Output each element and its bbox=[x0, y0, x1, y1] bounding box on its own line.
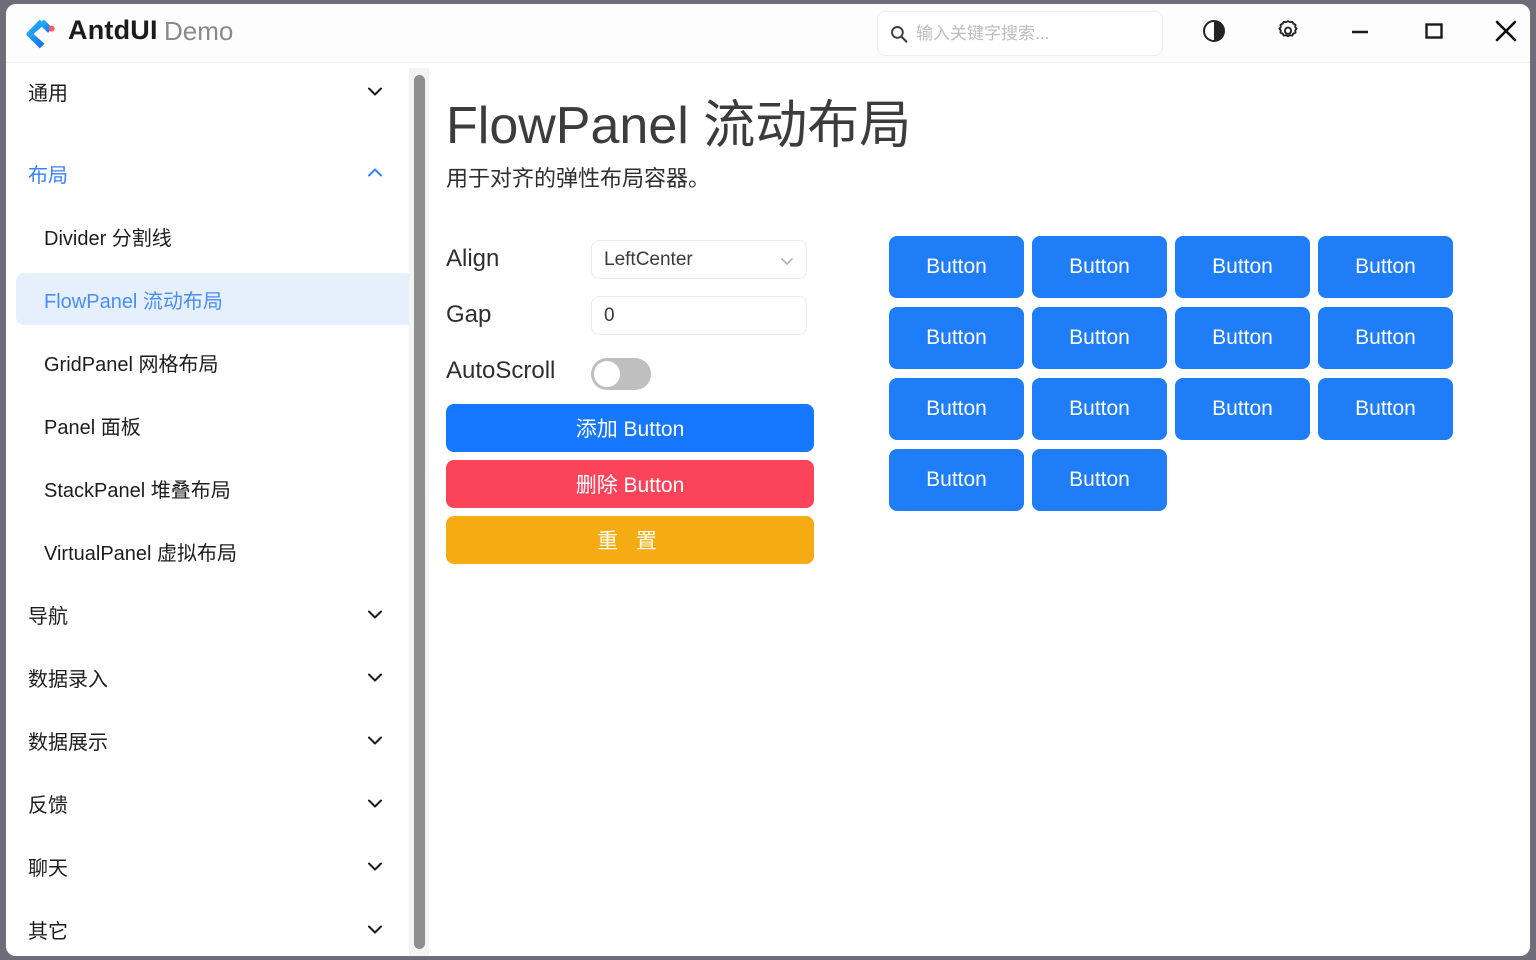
align-label: Align bbox=[446, 245, 500, 272]
flow-button[interactable]: Button bbox=[1318, 236, 1453, 298]
sidebar-group-label: 数据录入 bbox=[28, 668, 108, 691]
search-input[interactable]: 输入关键字搜索... bbox=[877, 11, 1163, 56]
chevron-down-icon bbox=[365, 604, 385, 624]
maximize-button[interactable] bbox=[1412, 12, 1456, 54]
gap-label: Gap bbox=[446, 301, 492, 328]
sidebar-item-divider[interactable]: Divider 分割线 bbox=[16, 210, 409, 262]
sidebar-group-tongyong[interactable]: 通用 bbox=[16, 67, 399, 115]
chevron-down-icon bbox=[365, 667, 385, 687]
app-title: AntdUI bbox=[68, 15, 158, 45]
sidebar-group-label: 数据展示 bbox=[28, 731, 108, 754]
chevron-up-icon bbox=[365, 163, 385, 183]
chevron-down-icon bbox=[365, 919, 385, 939]
theme-toggle-button[interactable] bbox=[1192, 12, 1236, 54]
settings-button[interactable] bbox=[1266, 12, 1310, 54]
close-icon bbox=[1491, 16, 1521, 51]
search-placeholder: 输入关键字搜索... bbox=[916, 24, 1050, 43]
gap-input[interactable]: 0 bbox=[591, 296, 807, 335]
app-window: AntdUI Demo 输入关键字搜索... bbox=[6, 4, 1530, 956]
sidebar-item-panel[interactable]: Panel 面板 bbox=[16, 399, 409, 451]
sidebar-group-liaotian[interactable]: 聊天 bbox=[16, 842, 399, 890]
search-icon bbox=[889, 24, 909, 44]
flow-button[interactable]: Button bbox=[1318, 378, 1453, 440]
half-circle-contrast-icon bbox=[1201, 18, 1227, 49]
flow-button[interactable]: Button bbox=[889, 307, 1024, 369]
sidebar-item-label: Panel 面板 bbox=[44, 416, 141, 439]
sidebar-navigation: 通用 布局 Divider 分割线 FlowPanel 流动布局 GridPan… bbox=[6, 63, 409, 956]
sidebar-item-virtualpanel[interactable]: VirtualPanel 虚拟布局 bbox=[16, 525, 409, 577]
sidebar-group-label: 聊天 bbox=[28, 857, 68, 880]
close-button[interactable] bbox=[1484, 12, 1528, 54]
page-title: FlowPanel 流动布局 bbox=[446, 97, 912, 155]
sidebar-group-label: 反馈 bbox=[28, 794, 68, 817]
sidebar-group-qita[interactable]: 其它 bbox=[16, 905, 399, 953]
toggle-knob bbox=[594, 361, 620, 387]
sidebar-group-label: 导航 bbox=[28, 605, 68, 628]
antdui-logo-icon bbox=[22, 16, 58, 52]
sidebar-group-shujuzhanshi[interactable]: 数据展示 bbox=[16, 716, 399, 764]
delete-button-button[interactable]: 删除 Button bbox=[446, 460, 814, 508]
sidebar-scrollbar-thumb[interactable] bbox=[414, 75, 425, 949]
sidebar-item-label: StackPanel 堆叠布局 bbox=[44, 479, 231, 502]
chevron-down-icon bbox=[365, 793, 385, 813]
sidebar-item-label: Divider 分割线 bbox=[44, 227, 172, 250]
reset-button[interactable]: 重 置 bbox=[446, 516, 814, 564]
add-button-button[interactable]: 添加 Button bbox=[446, 404, 814, 452]
chevron-down-icon bbox=[365, 730, 385, 750]
gap-input-value: 0 bbox=[604, 305, 615, 326]
flow-button[interactable]: Button bbox=[1032, 449, 1167, 511]
minimize-button[interactable] bbox=[1338, 12, 1382, 54]
main-content: FlowPanel 流动布局 用于对齐的弹性布局容器。 Align LeftCe… bbox=[430, 63, 1530, 956]
sidebar-item-label: VirtualPanel 虚拟布局 bbox=[44, 542, 238, 565]
maximize-icon bbox=[1421, 18, 1447, 49]
chevron-down-icon bbox=[365, 81, 385, 101]
flow-button[interactable]: Button bbox=[889, 378, 1024, 440]
sidebar-item-label: FlowPanel 流动布局 bbox=[44, 290, 223, 313]
chevron-down-icon bbox=[779, 253, 795, 269]
sidebar-group-label: 其它 bbox=[28, 920, 68, 943]
sidebar-group-label: 布局 bbox=[28, 164, 68, 187]
flow-button[interactable]: Button bbox=[1175, 307, 1310, 369]
autoscroll-label: AutoScroll bbox=[446, 357, 556, 384]
flow-button[interactable]: Button bbox=[889, 236, 1024, 298]
sidebar-group-daohang[interactable]: 导航 bbox=[16, 590, 399, 638]
sidebar-group-shujuluru[interactable]: 数据录入 bbox=[16, 653, 399, 701]
flow-button[interactable]: Button bbox=[1032, 236, 1167, 298]
gear-icon bbox=[1275, 18, 1301, 49]
flow-button[interactable]: Button bbox=[1032, 378, 1167, 440]
minimize-icon bbox=[1347, 18, 1373, 49]
sidebar-group-label: 通用 bbox=[28, 82, 68, 105]
page-description: 用于对齐的弹性布局容器。 bbox=[446, 166, 711, 191]
flow-button[interactable]: Button bbox=[1175, 378, 1310, 440]
sidebar-item-gridpanel[interactable]: GridPanel 网格布局 bbox=[16, 336, 409, 388]
app-title-suffix: Demo bbox=[164, 16, 234, 46]
autoscroll-toggle[interactable] bbox=[591, 358, 651, 390]
title-bar: AntdUI Demo 输入关键字搜索... bbox=[6, 4, 1530, 63]
flow-panel-container: Button Button Button Button Button Butto… bbox=[889, 236, 1489, 520]
sidebar-item-label: GridPanel 网格布局 bbox=[44, 353, 219, 376]
align-select[interactable]: LeftCenter bbox=[591, 240, 807, 279]
flow-button[interactable]: Button bbox=[1032, 307, 1167, 369]
sidebar-item-stackpanel[interactable]: StackPanel 堆叠布局 bbox=[16, 462, 409, 514]
align-select-value: LeftCenter bbox=[604, 249, 693, 270]
flow-button[interactable]: Button bbox=[1175, 236, 1310, 298]
sidebar-item-flowpanel[interactable]: FlowPanel 流动布局 bbox=[16, 273, 409, 325]
flow-button[interactable]: Button bbox=[1318, 307, 1453, 369]
sidebar-group-fankui[interactable]: 反馈 bbox=[16, 779, 399, 827]
flow-button[interactable]: Button bbox=[889, 449, 1024, 511]
sidebar-group-buju[interactable]: 布局 bbox=[16, 149, 399, 197]
chevron-down-icon bbox=[365, 856, 385, 876]
